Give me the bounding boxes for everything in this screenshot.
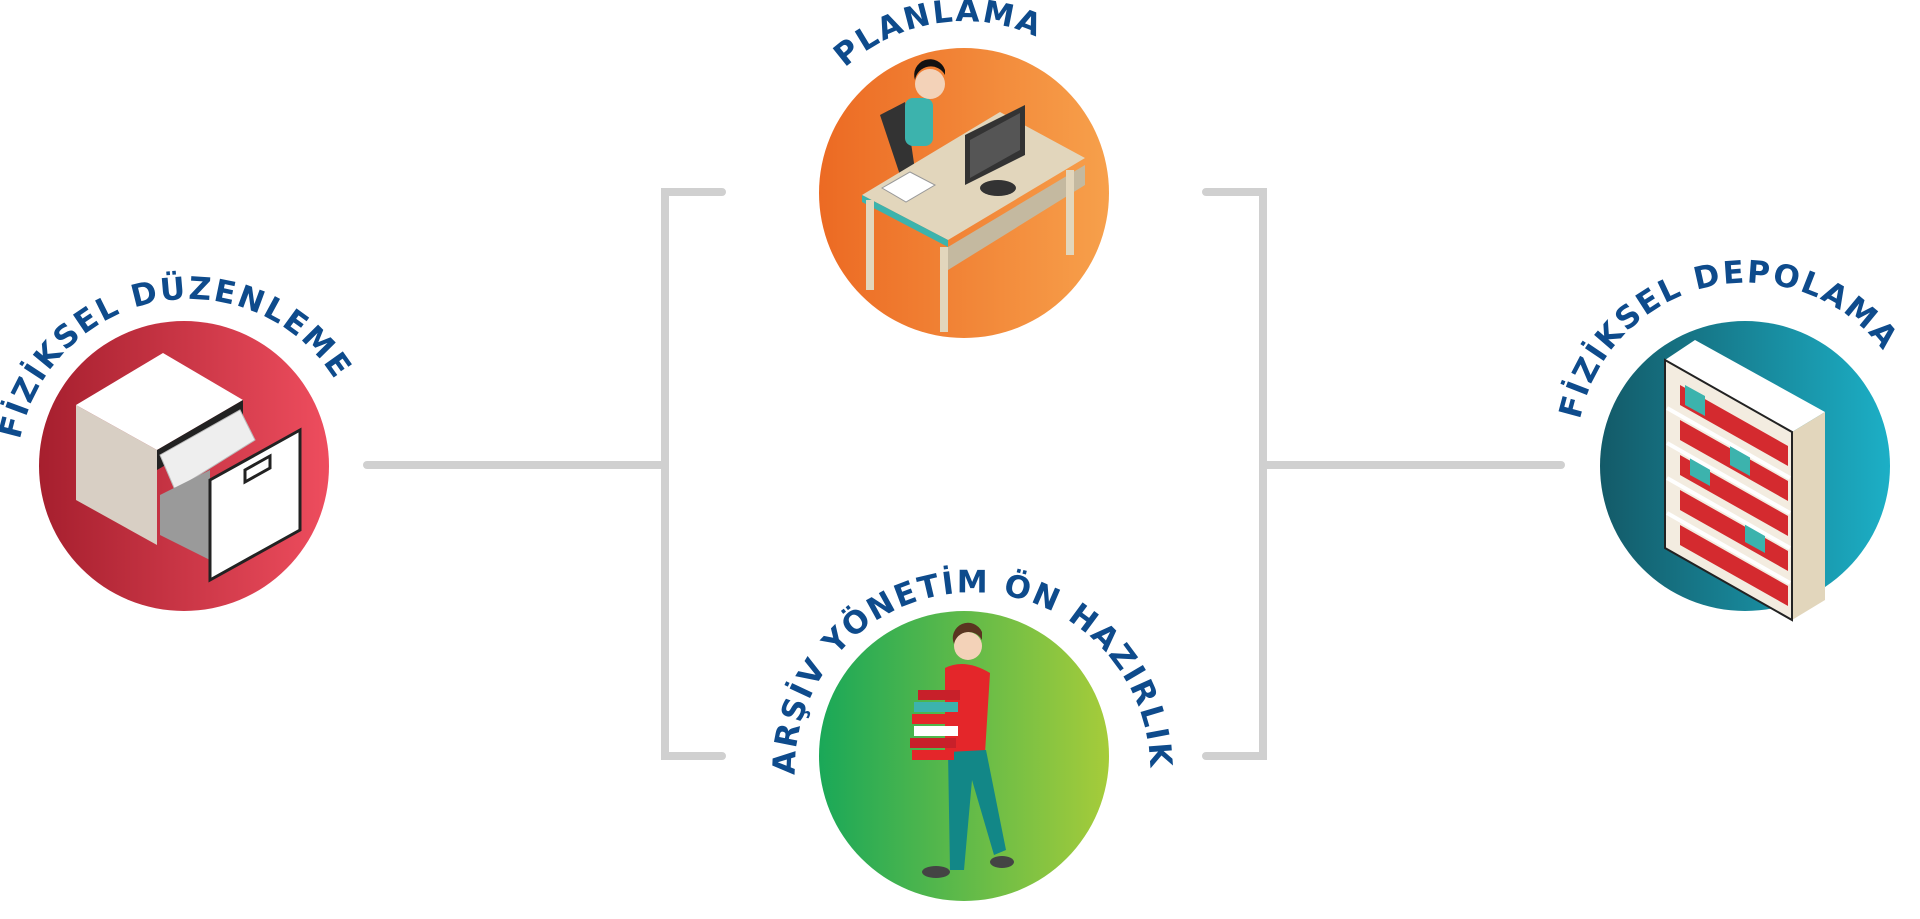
connector-lines bbox=[363, 188, 1565, 760]
file-cabinet-icon bbox=[76, 353, 302, 583]
node-arsiv-yonetim-on-hazirlik: ARŞİV YÖNETİM ÖN HAZIRLIK bbox=[767, 564, 1176, 901]
node-fiziksel-depolama: FİZİKSEL DEPOLAMA bbox=[1553, 254, 1904, 622]
node-planlama: PLANLAMA bbox=[819, 0, 1109, 338]
person-carrying-books-icon bbox=[910, 622, 1014, 878]
node-fiziksel-duzenleme: FİZİKSEL DÜZENLEME bbox=[0, 270, 357, 611]
bracket-left bbox=[661, 188, 726, 760]
office-desk-icon bbox=[862, 59, 1085, 332]
bracket-right bbox=[1202, 188, 1267, 760]
bookshelf-icon bbox=[1664, 340, 1825, 622]
